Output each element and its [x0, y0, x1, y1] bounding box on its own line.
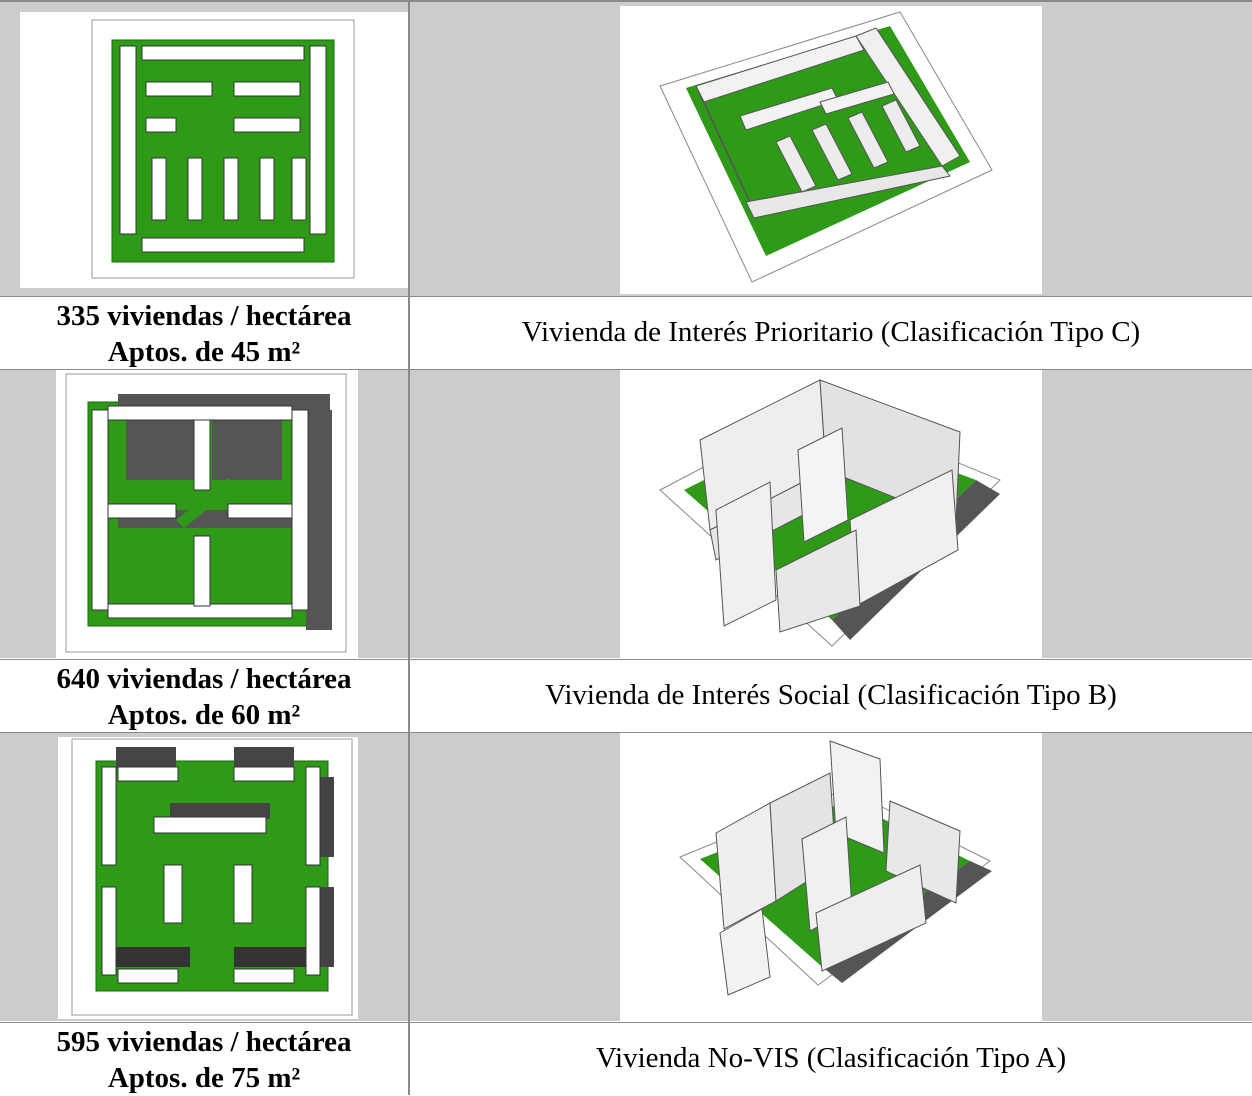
apartment-size-text: Aptos. de 60 m² — [107, 699, 301, 731]
model-cell-type-a — [410, 733, 1252, 1021]
row-divider — [0, 1022, 1252, 1023]
model-cell-type-b — [410, 370, 1252, 658]
row-divider — [0, 659, 1252, 660]
density-text: 640 viviendas / hectárea — [56, 663, 352, 695]
apartment-size-text: Aptos. de 45 m² — [107, 336, 301, 368]
plan-cell-type-a — [0, 733, 408, 1021]
row-divider — [0, 296, 1252, 297]
classification-text: Vivienda de Interés Social (Clasificació… — [545, 679, 1117, 711]
3d-model-type-c — [620, 6, 1042, 294]
column-divider — [408, 0, 410, 1095]
site-plan-type-b — [56, 370, 358, 658]
3d-model-type-b — [620, 370, 1042, 658]
table-border-top — [0, 0, 1252, 2]
site-plan-type-c — [20, 12, 408, 288]
density-cell-type-c: 335 viviendas / hectárea Aptos. de 45 m² — [0, 298, 408, 368]
density-text: 335 viviendas / hectárea — [56, 300, 352, 332]
apartment-size-text: Aptos. de 75 m² — [107, 1062, 301, 1094]
density-text: 595 viviendas / hectárea — [56, 1026, 352, 1058]
row-divider — [0, 732, 1252, 733]
plan-cell-type-c — [0, 0, 408, 296]
classification-text: Vivienda de Interés Prioritario (Clasifi… — [521, 316, 1141, 348]
classification-text: Vivienda No-VIS (Clasificación Tipo A) — [595, 1042, 1067, 1074]
density-cell-type-b: 640 viviendas / hectárea Aptos. de 60 m² — [0, 661, 408, 731]
row-divider — [0, 369, 1252, 370]
density-cell-type-a: 595 viviendas / hectárea Aptos. de 75 m² — [0, 1024, 408, 1094]
site-plan-type-a — [58, 737, 358, 1019]
3d-model-type-a — [620, 733, 1042, 1021]
model-cell-type-c — [410, 0, 1252, 296]
plan-cell-type-b — [0, 370, 408, 658]
